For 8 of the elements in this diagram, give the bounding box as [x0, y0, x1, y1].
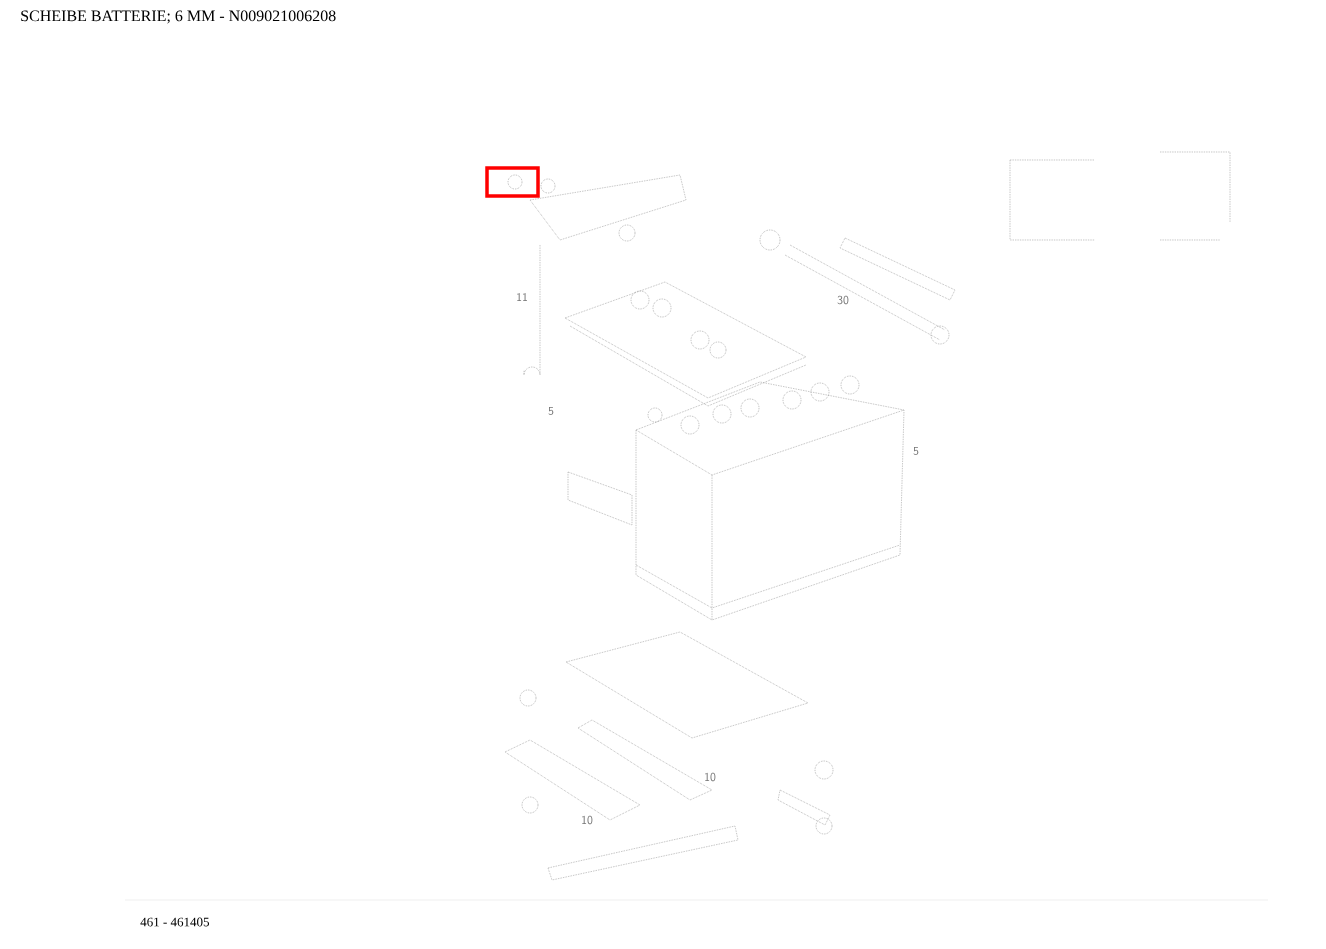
callout-number: 5 [548, 406, 554, 416]
callout-number: 11 [517, 292, 527, 302]
title: SCHEIBE BATTERIE; 6 MM - N009021006208 [21, 10, 336, 24]
callout-number: 30 [837, 295, 849, 305]
callout-number: 10 [705, 772, 716, 782]
footer-text: 461 - 461405 [140, 917, 210, 927]
callout-number: 10 [582, 815, 593, 825]
callout-number: 5 [913, 446, 919, 456]
